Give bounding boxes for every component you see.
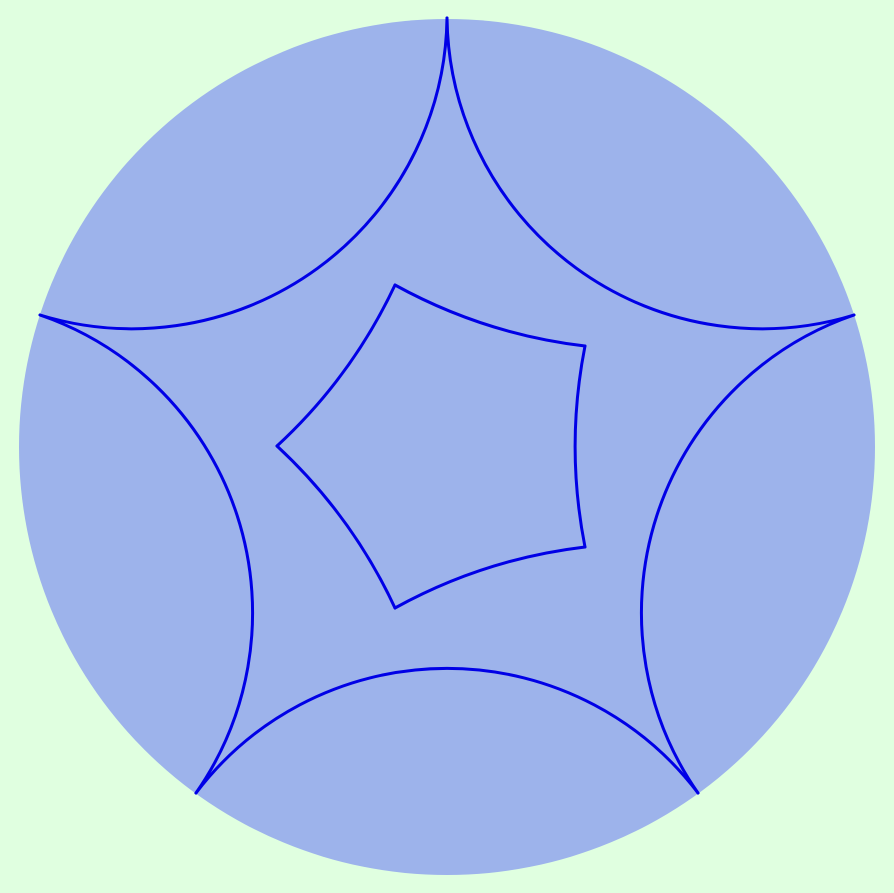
outer-arc-top-right [445, 16, 856, 331]
outer-arc-bottom [194, 666, 700, 795]
outer-ideal-pentagon [38, 16, 856, 795]
outer-arc-right [639, 313, 856, 795]
inner-edge-upper-left [275, 283, 397, 448]
inner-edge-lower-left [275, 444, 397, 610]
inner-regular-pentagon [275, 283, 587, 610]
inner-edge-right [573, 344, 587, 549]
outer-arc-left [38, 313, 255, 795]
inner-edge-bottom [393, 545, 587, 610]
poincare-disk [19, 19, 875, 875]
outer-arc-top-left [38, 16, 449, 331]
inner-edge-top [393, 283, 587, 348]
